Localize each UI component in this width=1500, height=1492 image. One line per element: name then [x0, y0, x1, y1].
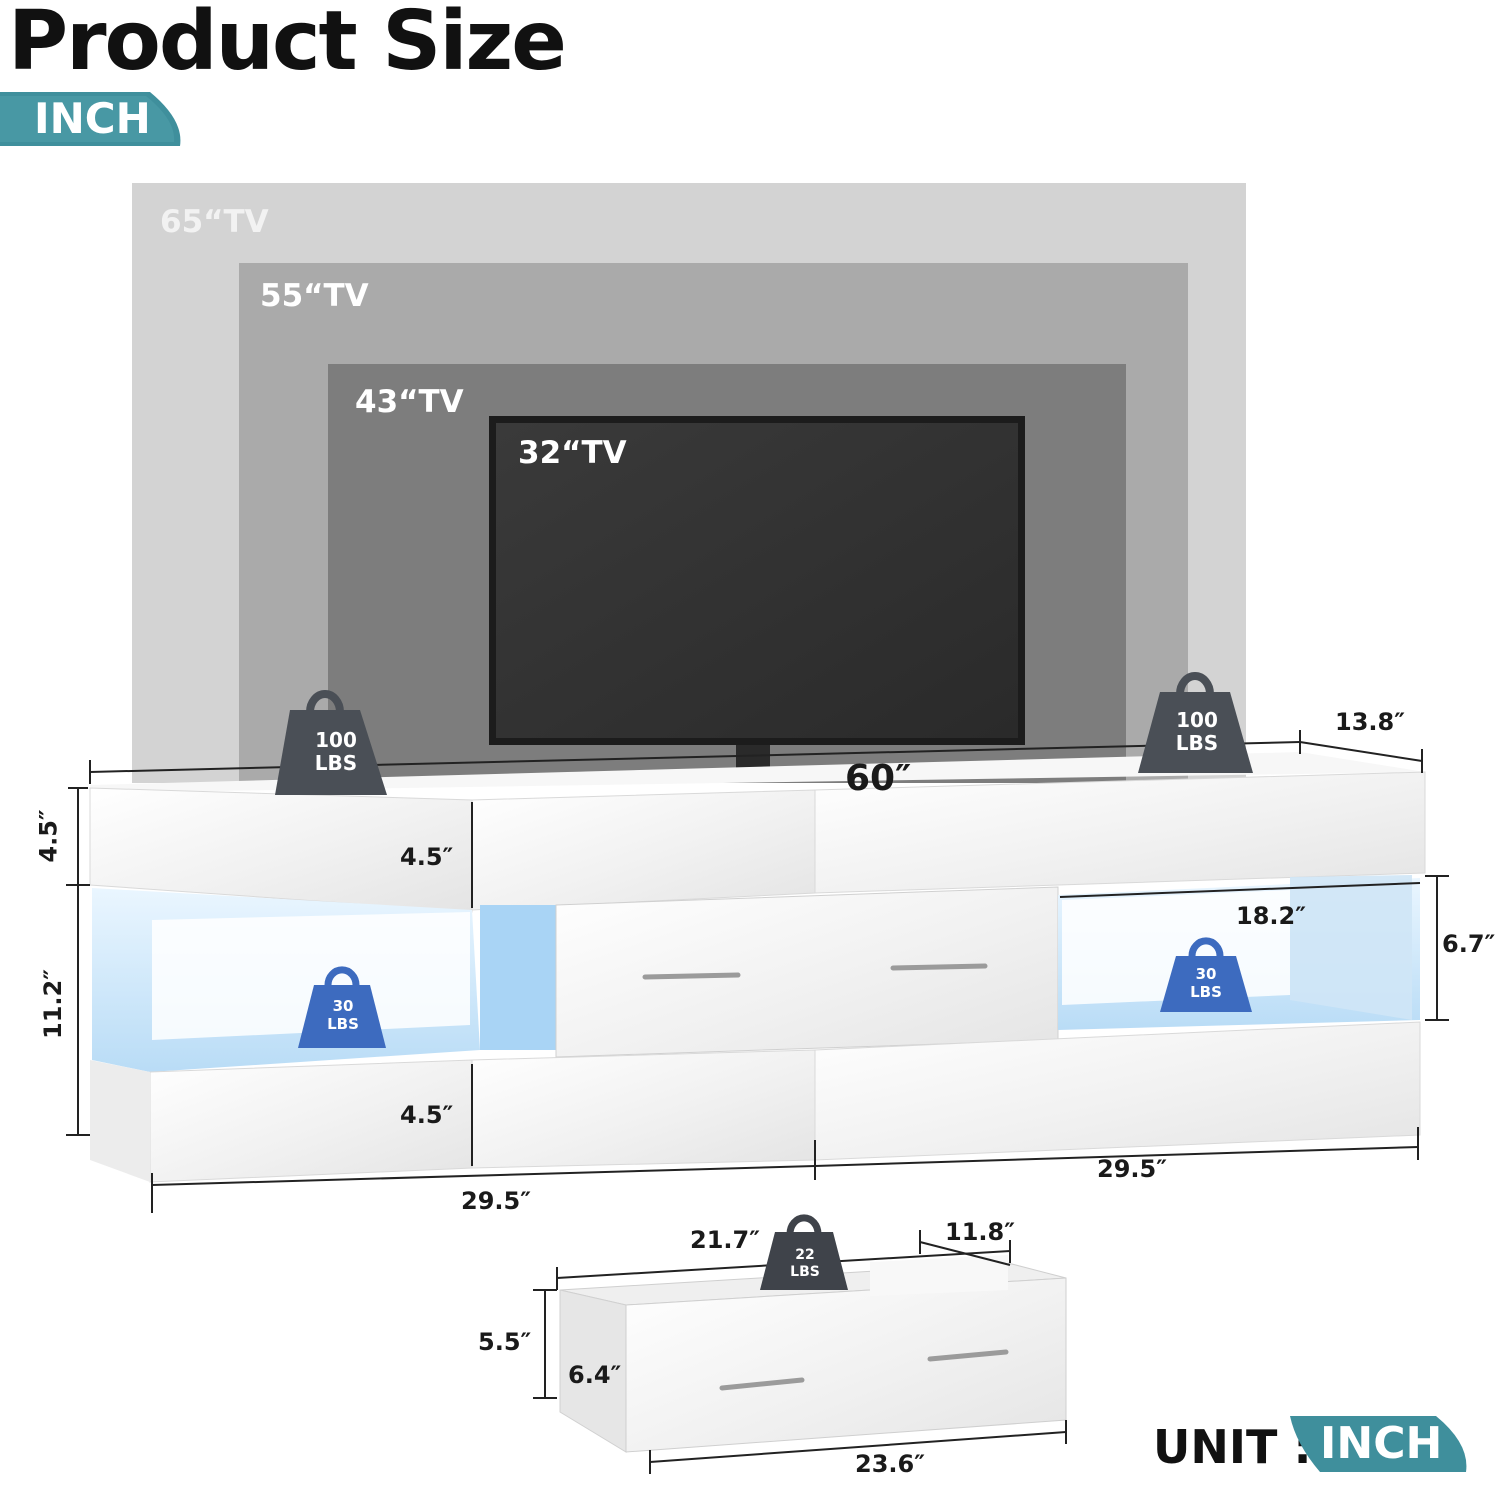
- weight-label-shelf-right: 30 LBS: [1162, 967, 1250, 1013]
- dim-depth: 13.8″: [1335, 708, 1405, 736]
- dim-total-width: 60″: [845, 758, 912, 799]
- dim-drawer-front-height: 6.4″: [568, 1361, 622, 1389]
- unit-badge-bottom: INCH: [1286, 1416, 1470, 1472]
- dimension-lines: [66, 730, 1449, 1213]
- unit-badge-bottom-text: INCH: [1320, 1418, 1443, 1469]
- dim-drawer-depth: 11.8″: [945, 1218, 1015, 1246]
- weight-icon-shelf-right: [1160, 937, 1252, 1012]
- weight-unit: LBS: [790, 1264, 820, 1280]
- weight-icon-top-right: [1138, 672, 1253, 773]
- unit-badge-text: INCH: [34, 94, 151, 143]
- weight-value: 22: [795, 1247, 815, 1263]
- weight-unit: LBS: [1175, 731, 1219, 755]
- weight-value: 30: [332, 997, 354, 1015]
- tv-65-label: 65“TV: [160, 204, 269, 240]
- tv-stand: [89, 752, 1426, 1183]
- weight-value: 100: [1176, 708, 1218, 732]
- tv-32: [489, 416, 1025, 781]
- weight-unit: LBS: [327, 1015, 359, 1033]
- tv-55-label: 55“TV: [260, 278, 369, 314]
- weight-icon-drawer: [760, 1214, 848, 1290]
- weight-label-drawer: 22 LBS: [763, 1248, 847, 1288]
- dim-bottom-left-width: 29.5″: [461, 1187, 531, 1215]
- dim-drawer-width: 23.6″: [855, 1450, 925, 1478]
- weight-unit: LBS: [314, 751, 358, 775]
- weight-label-top-left: 100 LBS: [281, 730, 391, 790]
- weight-icon-shelf-left: [298, 966, 386, 1048]
- unit-label: UNIT :: [1153, 1420, 1312, 1474]
- dim-top-drawer-height: 4.5″: [400, 843, 454, 871]
- dim-total-height-left: 11.2″: [38, 969, 67, 1039]
- weight-value: 100: [315, 728, 357, 752]
- badge-shape: [1290, 1416, 1467, 1472]
- badge-shape: [0, 92, 181, 146]
- dim-right-open-height: 6.7″: [1442, 930, 1496, 958]
- weight-value: 30: [1195, 965, 1217, 983]
- weight-label-shelf-left: 30 LBS: [300, 999, 386, 1045]
- dim-right-open-width: 18.2″: [1236, 902, 1306, 930]
- weight-label-top-right: 100 LBS: [1142, 710, 1252, 770]
- page-title: Product Size: [8, 0, 567, 89]
- dim-bottom-drawer-height: 4.5″: [400, 1101, 454, 1129]
- weight-icon-top-left: [275, 690, 387, 795]
- dim-drawer-inner-width: 21.7″: [690, 1226, 760, 1254]
- tv-43-label: 43“TV: [355, 384, 464, 420]
- dim-drawer-outer-height: 5.5″: [478, 1328, 532, 1356]
- weight-unit: LBS: [1190, 983, 1222, 1001]
- dim-bottom-right-width: 29.5″: [1097, 1155, 1167, 1183]
- dim-top-height-left: 4.5″: [34, 809, 63, 863]
- tv-32-label: 32“TV: [518, 435, 627, 471]
- unit-badge: INCH: [0, 92, 184, 146]
